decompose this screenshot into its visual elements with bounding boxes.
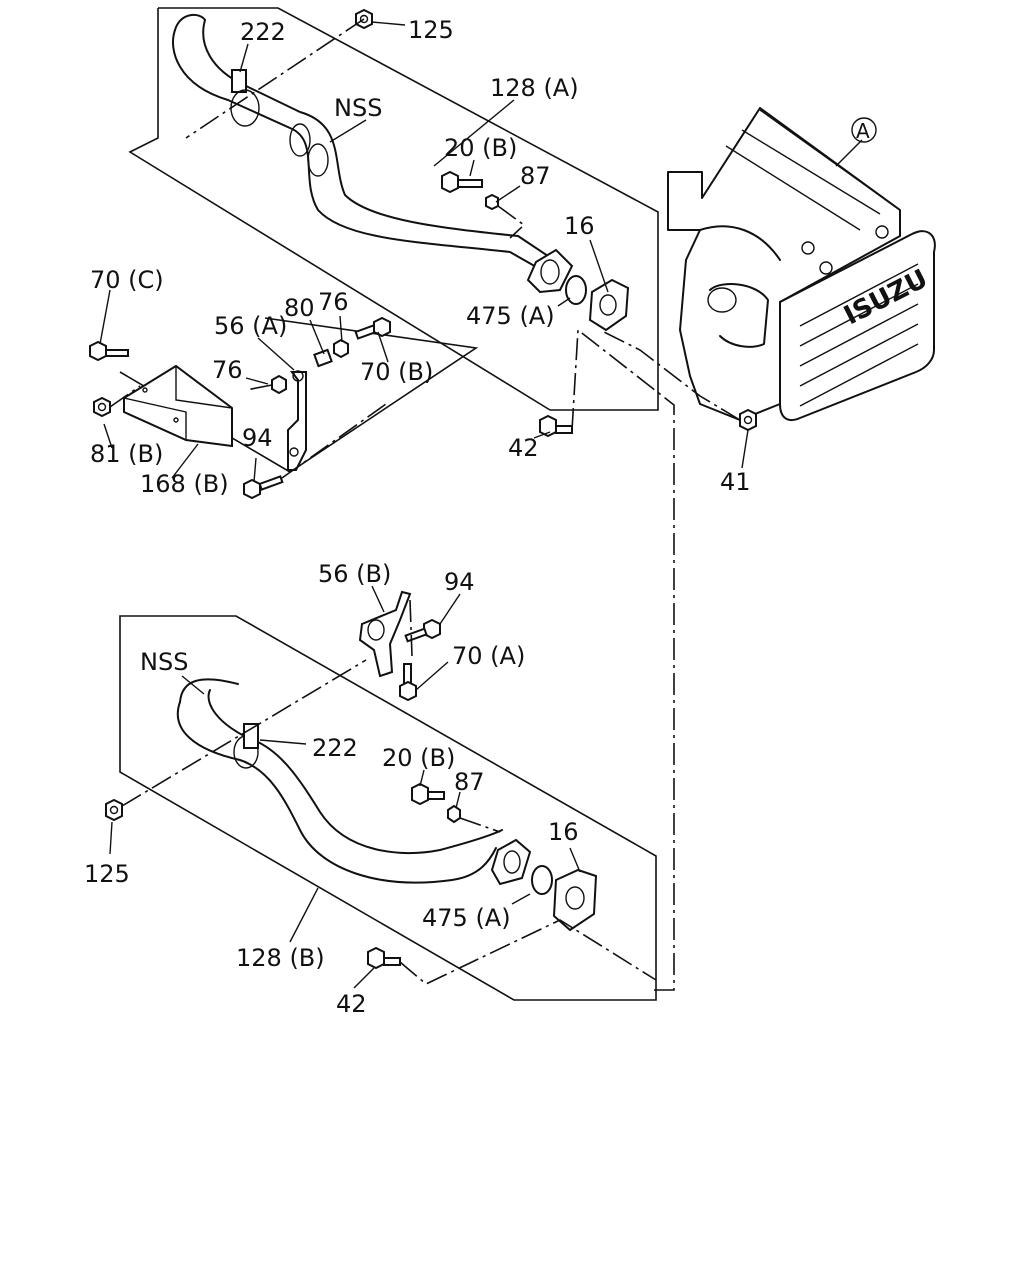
label-42-top: 42 [508, 434, 539, 462]
top-assembly-outline [128, 7, 659, 411]
label-56b: 56 (B) [318, 560, 391, 588]
label-76-lower: 76 [212, 356, 243, 384]
label-128b: 128 (B) [236, 944, 325, 972]
label-20b-bottom: 20 (B) [382, 744, 455, 772]
bracket-icon [358, 590, 412, 678]
label-94-upper: 94 [242, 424, 273, 452]
label-41: 41 [720, 468, 751, 496]
exhaust-pipe-icon [172, 13, 549, 269]
bolt-icon [243, 475, 284, 500]
label-87-top: 87 [520, 162, 551, 190]
bolt-icon [441, 170, 499, 211]
label-128a: 128 (A) [490, 74, 579, 102]
bolt-icon [313, 316, 391, 368]
gasket-icon [526, 248, 630, 332]
label-70b: 70 (B) [360, 358, 433, 386]
label-16-top: 16 [564, 212, 595, 240]
label-circle-a: A [856, 119, 870, 143]
label-125-bottom: 125 [84, 860, 130, 888]
bolt-icon [89, 340, 129, 362]
gasket-icon [490, 838, 598, 932]
hex-nut-icon [271, 374, 287, 395]
label-81b: 81 (B) [90, 440, 163, 468]
leader-lines [99, 21, 863, 989]
bracket-icon [287, 370, 307, 471]
top-assembly [128, 7, 675, 991]
label-nss-bottom: NSS [140, 648, 188, 676]
label-76-upper: 76 [318, 288, 349, 316]
clamp-icon [243, 723, 259, 749]
hex-nut-icon [105, 798, 123, 822]
label-16-bottom: 16 [548, 818, 579, 846]
label-42-bottom: 42 [336, 990, 367, 1018]
bolt-icon [399, 663, 417, 702]
label-70c: 70 (C) [90, 266, 164, 294]
label-222-bottom: 222 [312, 734, 358, 762]
bolt-icon [539, 414, 573, 438]
hex-nut-icon [93, 396, 111, 418]
bolt-icon [411, 782, 461, 824]
label-nss-top: NSS [334, 94, 382, 122]
exhaust-pipe-icon [176, 678, 503, 884]
bolt-icon [367, 946, 401, 970]
label-475a-top: 475 (A) [466, 302, 555, 330]
hex-nut-icon [739, 408, 757, 432]
label-94-lower: 94 [444, 568, 475, 596]
circle-a-callout: A [851, 117, 877, 143]
label-475a-bottom: 475 (A) [422, 904, 511, 932]
bottom-assembly-outline [119, 615, 657, 1001]
label-222-top: 222 [240, 18, 286, 46]
label-87-bottom: 87 [454, 768, 485, 796]
label-125-top: 125 [408, 16, 454, 44]
bottom-assembly [105, 590, 657, 1001]
label-20b-top: 20 (B) [444, 134, 517, 162]
label-56a: 56 (A) [214, 312, 287, 340]
label-80: 80 [284, 294, 315, 322]
callout-labels: 125 222 128 (A) NSS 20 (B) 87 16 475 (A)… [84, 16, 877, 1018]
label-168b: 168 (B) [140, 470, 229, 498]
bracket-icon [123, 364, 233, 448]
exhaust-manifold-icon: ISUZU [667, 107, 936, 422]
bracket-assembly [89, 316, 479, 500]
label-70a: 70 (A) [452, 642, 525, 670]
